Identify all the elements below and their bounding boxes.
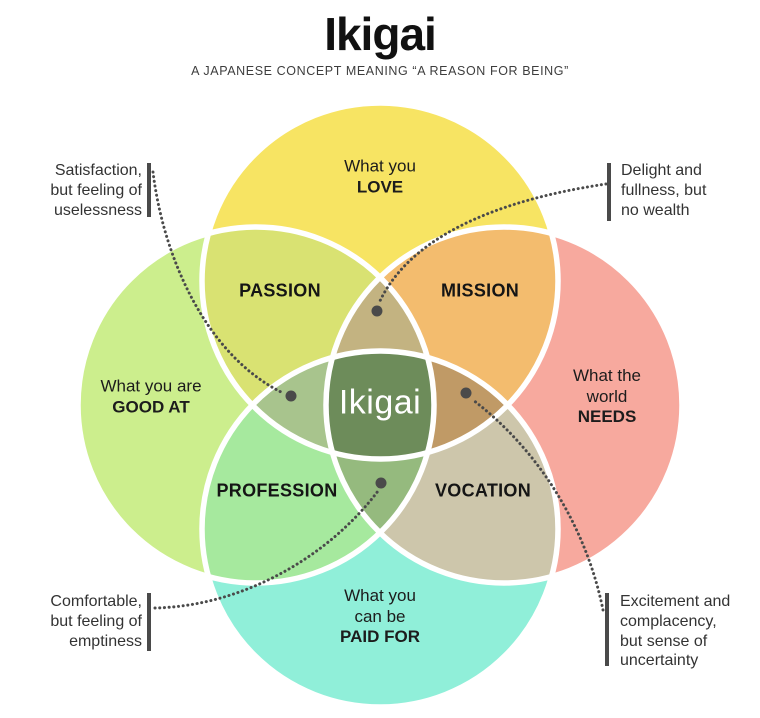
annotation-bottom-right-line4: uncertainty (620, 652, 699, 670)
label-good-at-line1: What you are (100, 376, 202, 396)
label-passion: PASSION (239, 280, 321, 301)
annotation-top-right-line1: Delight and (621, 162, 702, 179)
circle-outlines (75, 100, 685, 710)
connector-lines (151, 170, 608, 612)
label-paid-for-line2: can be (354, 606, 406, 626)
annotation-bar-bottom-right (605, 593, 609, 666)
annotation-bar-top-left (147, 163, 151, 217)
page-title: Ikigai (324, 8, 437, 60)
label-needs-line2: world (586, 386, 628, 406)
label-good-at: What you are GOOD AT (100, 376, 201, 417)
annotation-bottom-right-line3: but sense of (620, 632, 708, 650)
annotation-top-right-line3: no wealth (621, 201, 690, 219)
annotation-top-left-line3: uselessness (53, 201, 142, 219)
label-needs-line1: What the (572, 365, 642, 385)
connector-dots (285, 305, 472, 489)
label-paid-for-line3: PAID FOR (340, 627, 420, 647)
connector-bottom-left (153, 489, 380, 610)
annotation-top-right-line2: fullness, but (621, 181, 707, 199)
label-profession: PROFESSION (216, 480, 338, 501)
label-mission: MISSION (440, 280, 520, 301)
annotation-bottom-left: Comfortable, but feeling of emptiness (50, 592, 142, 651)
annotation-bottom-right-line2: complacency, (620, 612, 717, 630)
connector-top-right (377, 182, 608, 305)
label-needs-line3: NEEDS (577, 407, 637, 427)
connector-top-left (151, 170, 285, 395)
annotation-bottom-left-line3: emptiness (69, 632, 142, 650)
annotation-top-left-line1: Satisfaction, (54, 162, 142, 179)
label-paid-for: What you can be PAID FOR (340, 586, 420, 648)
annotation-bottom-right-line1: Excitement and (620, 593, 731, 610)
annotation-bottom-left-line1: Comfortable, (50, 593, 142, 610)
annotation-top-right: Delight and fullness, but no wealth (621, 161, 706, 220)
annotation-bottom-left-line2: but feeling of (50, 612, 142, 630)
annotation-top-left-line2: but feeling of (50, 181, 142, 199)
annotation-bar-top-right (607, 163, 611, 221)
connector-bottom-right (471, 398, 605, 612)
label-paid-for-line1: What you (344, 585, 416, 605)
label-good-at-line2: GOOD AT (112, 397, 190, 416)
label-love-line2: LOVE (356, 177, 404, 196)
connector-dot-right-lens (460, 387, 472, 399)
annotation-bar-bottom-left (147, 593, 151, 651)
page-subtitle: A JAPANESE CONCEPT MEANING “A REASON FOR… (191, 64, 569, 78)
connector-dot-left-lens (285, 390, 297, 402)
label-vocation: VOCATION (434, 480, 532, 501)
annotation-bottom-right: Excitement and complacency, but sense of… (620, 592, 730, 671)
label-needs: What the world NEEDS (573, 366, 641, 428)
connector-dot-bottom-lens (375, 477, 387, 489)
annotation-top-left: Satisfaction, but feeling of uselessness (50, 161, 142, 220)
label-love: What you LOVE (344, 156, 416, 197)
label-ikigai-center: Ikigai (338, 383, 422, 422)
label-love-line1: What you (344, 156, 416, 176)
connector-dot-top-lens (371, 305, 383, 317)
